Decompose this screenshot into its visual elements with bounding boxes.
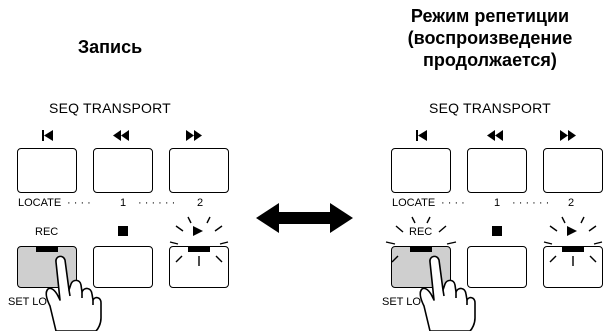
locate-dots: · · · ·	[67, 197, 91, 209]
rec-blink-rays	[385, 216, 457, 263]
play-lamp	[562, 246, 584, 252]
left-seq-transport-label: SEQ TRANSPORT	[49, 100, 171, 116]
blink-rays	[169, 216, 229, 266]
right-title-line3: продолжается)	[423, 50, 557, 70]
locate-2-label: 2	[568, 197, 575, 209]
fast-forward-icon	[186, 130, 202, 141]
hand-pointer-icon	[45, 255, 102, 331]
rewind-icon	[487, 130, 503, 141]
locate-1-label: 1	[494, 197, 501, 209]
set-locate-label: SET LO	[382, 296, 421, 308]
stop-icon	[492, 226, 502, 236]
rewind-icon	[113, 130, 129, 141]
skip-to-start-icon	[416, 130, 427, 141]
locate-1-label: 1	[120, 197, 127, 209]
play-icon	[567, 226, 577, 236]
left-title: Запись	[77, 37, 143, 57]
stop-button[interactable]	[467, 246, 527, 288]
locate-dots-long: · · · · · ·	[512, 197, 550, 209]
locate-dots-long: · · · · · ·	[138, 197, 176, 209]
rec-label: REC	[35, 226, 59, 238]
hand-pointer-icon	[419, 255, 476, 331]
locate-2-button[interactable]	[169, 148, 229, 193]
play-lamp	[188, 246, 210, 252]
set-locate-label: SET LO	[8, 296, 47, 308]
rec-label: REC	[409, 226, 433, 238]
play-blink-rays	[543, 216, 603, 266]
locate-dots: · · · ·	[441, 197, 465, 209]
locate-1-button[interactable]	[93, 148, 153, 193]
locate-label: LOCATE	[18, 197, 62, 209]
locate-1-button[interactable]	[467, 148, 527, 193]
rec-lamp	[36, 246, 58, 252]
locate-button[interactable]	[391, 148, 451, 193]
locate-2-button[interactable]	[543, 148, 603, 193]
locate-label: LOCATE	[392, 197, 436, 209]
fast-forward-icon	[560, 130, 576, 141]
locate-button[interactable]	[17, 148, 77, 193]
right-seq-transport-label: SEQ TRANSPORT	[429, 100, 551, 116]
rec-lamp	[410, 246, 432, 252]
right-title-line2: (воспроизведение	[407, 28, 573, 48]
play-icon	[193, 226, 203, 236]
stop-icon	[118, 226, 128, 236]
locate-2-label: 2	[197, 197, 204, 209]
stop-button[interactable]	[93, 246, 153, 288]
right-title-line1: Режим репетиции	[410, 6, 570, 26]
skip-to-start-icon	[42, 130, 53, 141]
